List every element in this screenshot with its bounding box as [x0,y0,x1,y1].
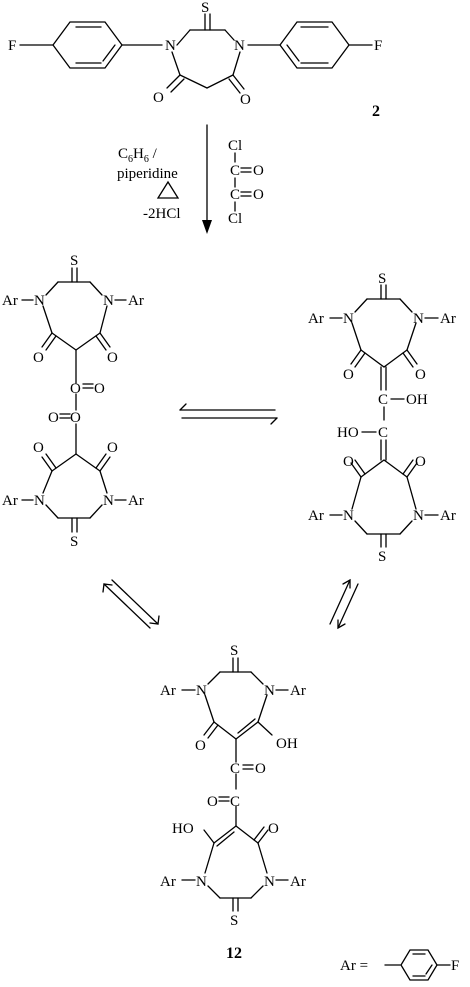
svg-text:N: N [34,493,45,509]
svg-text:HO: HO [172,821,194,837]
svg-text:O: O [195,738,206,754]
svg-text:N: N [34,293,45,309]
svg-text:Ar: Ar [308,311,324,327]
svg-text:Ar: Ar [290,874,306,890]
svg-text:C6H6 /: C6H6 / [118,146,158,165]
svg-text:OH: OH [406,392,428,408]
fluorine-atom-left: F [8,38,16,54]
svg-text:C: C [230,794,240,810]
svg-text:O: O [268,821,279,837]
svg-text:Ar: Ar [160,683,176,699]
svg-text:O: O [107,350,118,366]
compound-12-structure [181,657,289,912]
svg-text:O: O [255,761,266,777]
carbonyl-oxygen-left: O [153,90,164,106]
reaction-conditions: C6H6 / piperidine -2HCl [117,146,181,222]
reaction-arrow-down [202,124,212,234]
svg-text:O: O [48,410,59,426]
svg-text:C: C [230,163,240,179]
svg-text:N: N [343,508,354,524]
svg-text:O: O [33,350,44,366]
equilibrium-arrow-right-diagonal [329,578,359,630]
svg-text:O: O [253,163,264,179]
svg-text:N: N [413,311,424,327]
svg-text:N: N [413,508,424,524]
compound-label-2: 2 [372,103,380,120]
svg-text:O: O [94,381,105,397]
svg-text:O: O [343,454,354,470]
carbonyl-oxygen-right: O [240,92,251,108]
aryl-legend-fluorine: F [451,958,459,974]
enediol-tautomer [329,284,439,548]
byproduct-label: -2HCl [143,206,181,222]
ring-nitrogen-right: N [234,38,245,54]
svg-text:O: O [70,410,81,426]
svg-text:N: N [264,683,275,699]
svg-text:S: S [230,643,238,659]
svg-text:O: O [107,440,118,456]
compound-label-12: 12 [226,945,242,962]
svg-text:Ar: Ar [440,311,456,327]
svg-text:Ar: Ar [2,493,18,509]
svg-text:N: N [343,311,354,327]
svg-text:S: S [70,534,78,550]
svg-text:N: N [103,493,114,509]
svg-text:S: S [378,549,386,565]
svg-text:Ar: Ar [128,493,144,509]
svg-text:HO: HO [337,425,359,441]
svg-text:C: C [378,425,388,441]
equilibrium-arrow-left-diagonal [102,579,160,629]
svg-text:N: N [103,293,114,309]
thione-sulfur: S [201,0,209,16]
svg-text:S: S [230,913,238,929]
ring-nitrogen-left: N [165,38,176,54]
svg-text:OH: OH [276,736,298,752]
aryl-legend: Ar = F [340,949,459,981]
svg-text:O: O [70,381,81,397]
equilibrium-arrow-horizontal [179,403,278,425]
svg-text:Ar: Ar [440,508,456,524]
svg-text:N: N [264,874,275,890]
svg-text:O: O [415,454,426,470]
svg-text:Ar: Ar [128,293,144,309]
svg-text:S: S [378,271,386,287]
base-label: piperidine [117,166,178,182]
heat-triangle-icon [156,180,180,199]
compound-2-structure [19,13,373,94]
svg-text:N: N [196,874,207,890]
svg-text:C: C [230,187,240,203]
svg-text:O: O [33,440,44,456]
aryl-legend-label: Ar = [340,958,368,974]
svg-text:C: C [230,761,240,777]
svg-text:Ar: Ar [160,874,176,890]
svg-text:S: S [70,253,78,269]
svg-text:Cl: Cl [228,211,242,227]
svg-text:O: O [207,794,218,810]
fluorine-atom-right: F [374,38,382,54]
diketo-tautomer [21,267,127,533]
svg-text:C: C [378,392,388,408]
svg-text:Ar: Ar [290,683,306,699]
svg-text:O: O [415,367,426,383]
svg-text:Ar: Ar [308,508,324,524]
svg-text:Ar: Ar [2,293,18,309]
svg-text:Cl: Cl [228,138,242,154]
svg-text:O: O [343,367,354,383]
svg-text:O: O [253,187,264,203]
svg-text:N: N [196,683,207,699]
oxalyl-chloride-reagent: Cl C O C O Cl [228,138,264,227]
